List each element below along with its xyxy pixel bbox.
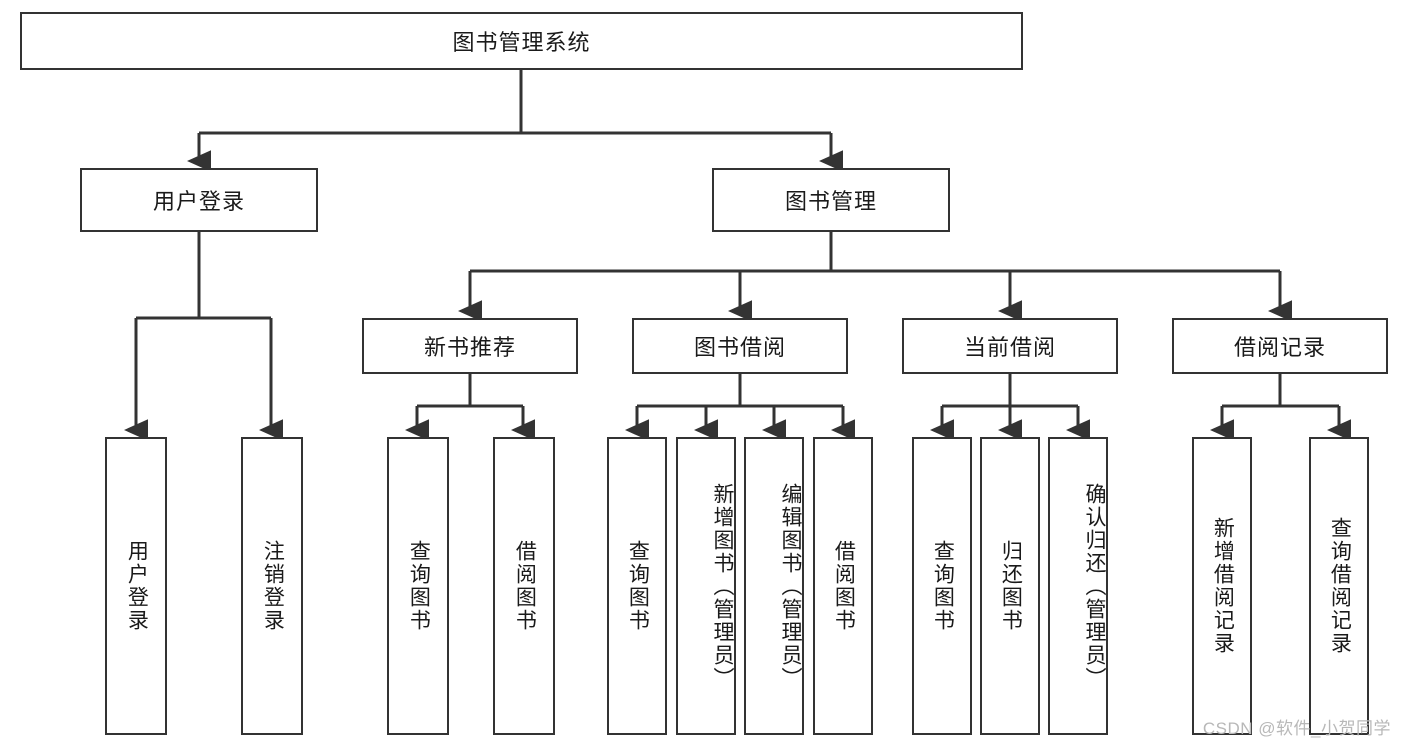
- node-leaf-query-book-recommend[interactable]: 查询图书: [387, 437, 449, 735]
- node-new-book-recommend[interactable]: 新书推荐: [362, 318, 578, 374]
- node-label: 图书借阅: [693, 335, 786, 360]
- node-label: 借阅记录: [1233, 335, 1326, 360]
- node-label: 新增图书（管理员）: [711, 482, 734, 690]
- node-leaf-confirm-return-admin[interactable]: 确认归还（管理员）: [1048, 437, 1108, 735]
- node-current-borrow[interactable]: 当前借阅: [902, 318, 1118, 374]
- node-leaf-return-book[interactable]: 归还图书: [980, 437, 1040, 735]
- node-label: 借阅图书: [832, 540, 856, 632]
- node-label: 图书管理: [784, 189, 877, 214]
- node-leaf-borrow-book[interactable]: 借阅图书: [813, 437, 873, 735]
- node-label: 确认归还（管理员）: [1083, 482, 1106, 690]
- node-label: 查询图书: [931, 540, 955, 632]
- node-leaf-add-book-admin[interactable]: 新增图书（管理员）: [676, 437, 736, 735]
- csdn-watermark: CSDN @软件_小贺同学: [1202, 719, 1391, 738]
- node-leaf-query-book-borrow[interactable]: 查询图书: [607, 437, 667, 735]
- node-book-management[interactable]: 图书管理: [712, 168, 950, 232]
- node-label: 新增借阅记录: [1211, 517, 1235, 655]
- node-label: 图书管理系统: [452, 30, 591, 55]
- node-leaf-query-book-current[interactable]: 查询图书: [912, 437, 972, 735]
- node-label: 新书推荐: [423, 335, 516, 360]
- node-leaf-edit-book-admin[interactable]: 编辑图书（管理员）: [744, 437, 804, 735]
- node-label: 编辑图书（管理员）: [779, 482, 802, 690]
- node-leaf-query-borrow-record[interactable]: 查询借阅记录: [1309, 437, 1369, 735]
- node-label: 当前借阅: [963, 335, 1056, 360]
- node-borrow-record[interactable]: 借阅记录: [1172, 318, 1388, 374]
- node-label: 查询借阅记录: [1328, 517, 1352, 655]
- node-book-borrow[interactable]: 图书借阅: [632, 318, 848, 374]
- node-user-login[interactable]: 用户登录: [80, 168, 318, 232]
- node-label: 注销登录: [261, 540, 285, 632]
- node-label: 查询图书: [407, 540, 431, 632]
- node-label: 用户登录: [125, 540, 149, 632]
- node-leaf-add-borrow-record[interactable]: 新增借阅记录: [1192, 437, 1252, 735]
- node-label: 用户登录: [152, 189, 245, 214]
- node-label: 查询图书: [626, 540, 650, 632]
- node-leaf-logout[interactable]: 注销登录: [241, 437, 303, 735]
- node-label: 归还图书: [999, 540, 1023, 632]
- node-leaf-borrow-book-recommend[interactable]: 借阅图书: [493, 437, 555, 735]
- node-root-book-management-system[interactable]: 图书管理系统: [20, 12, 1023, 70]
- node-label: 借阅图书: [513, 540, 537, 632]
- node-leaf-user-login[interactable]: 用户登录: [105, 437, 167, 735]
